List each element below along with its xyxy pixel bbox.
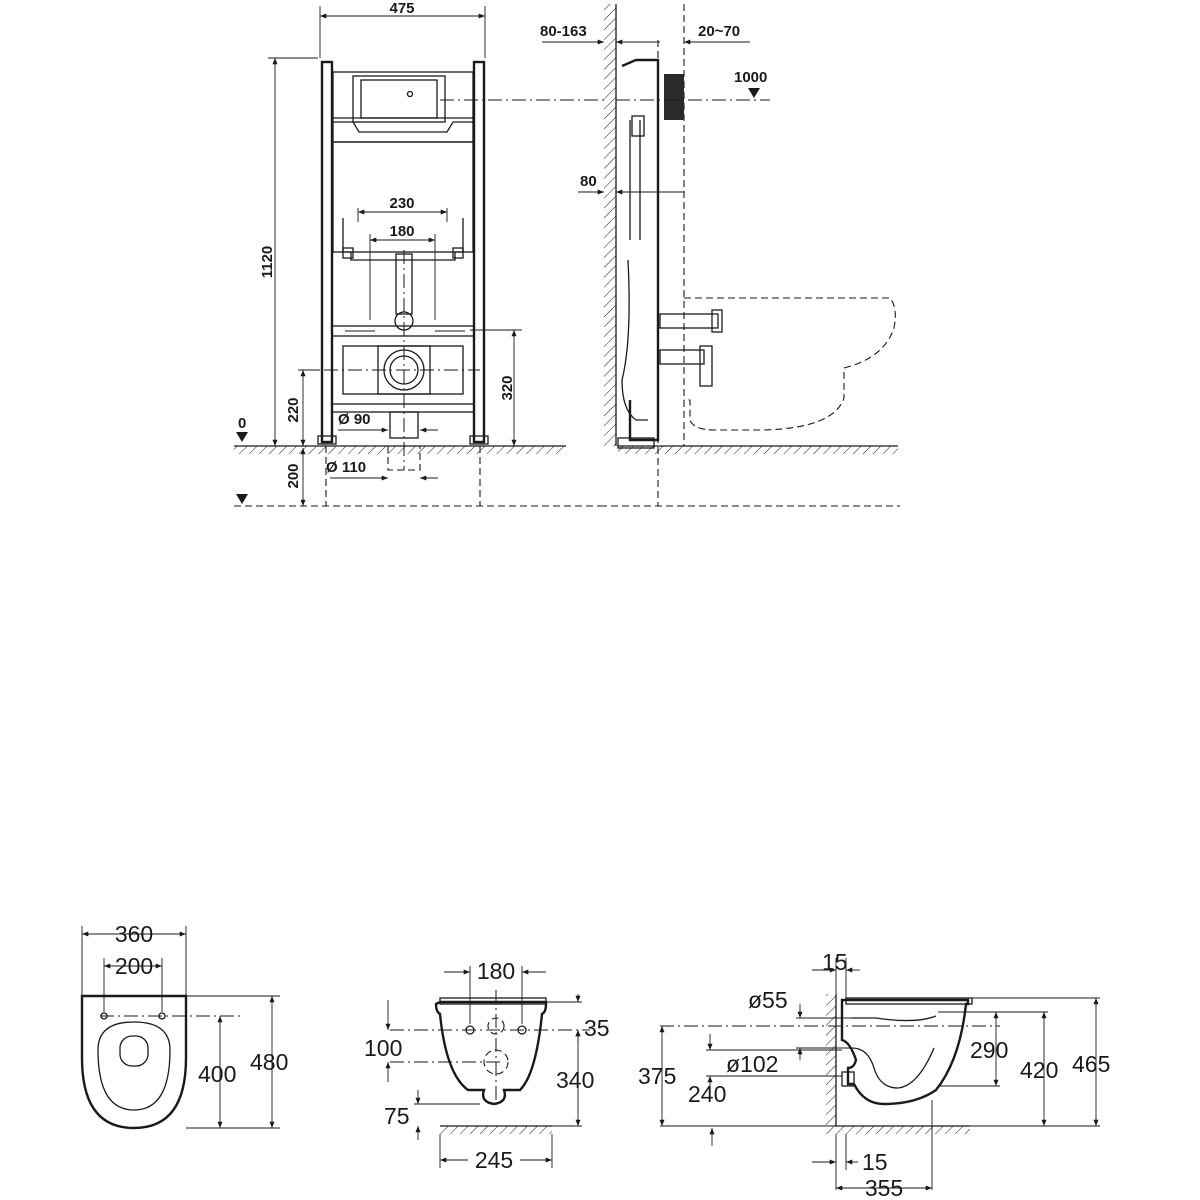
dim-360: 360	[115, 921, 153, 947]
frame-front-view: 475	[234, 0, 605, 507]
dim-frame-width: 475	[389, 0, 414, 17]
dim-80: 80	[580, 173, 597, 190]
dim-15-bottom: 15	[862, 1149, 888, 1175]
frame-side-view: 80-163 20~70 1000 80	[540, 4, 900, 507]
dim-180: 180	[389, 223, 414, 240]
dim-100: 100	[364, 1035, 402, 1061]
dim-465: 465	[1072, 1051, 1110, 1077]
dim-75: 75	[384, 1103, 410, 1129]
dim-180-back: 180	[477, 958, 515, 984]
level-zero: 0	[238, 415, 246, 432]
dim-480: 480	[250, 1049, 288, 1075]
dim-dia55: ø55	[748, 987, 788, 1013]
dim-290: 290	[970, 1037, 1008, 1063]
dim-230: 230	[389, 195, 414, 212]
dim-200-top: 200	[115, 953, 153, 979]
bowl-back-view: 180 100 35 340 75 245	[364, 958, 610, 1173]
dim-340: 340	[556, 1067, 594, 1093]
dim-220: 220	[285, 397, 302, 422]
dim-dia102: ø102	[726, 1051, 778, 1077]
dim-20-70: 20~70	[698, 23, 740, 40]
dim-400: 400	[198, 1061, 236, 1087]
bowl-side-view: 15 ø55 ø102 375 240 290 420 465	[638, 949, 1110, 1200]
dim-355: 355	[865, 1175, 903, 1200]
bowl-top-view: 360 200 400 480	[80, 921, 288, 1130]
dim-375: 375	[638, 1063, 676, 1089]
button-height: 1000	[734, 69, 767, 86]
dim-420: 420	[1020, 1057, 1058, 1083]
dim-200: 200	[285, 463, 302, 488]
dim-15-top: 15	[822, 949, 848, 975]
dim-240: 240	[688, 1081, 726, 1107]
dim-80-163: 80-163	[540, 23, 587, 40]
pipe-110-label: Ø 110	[326, 459, 366, 476]
dim-320: 320	[499, 375, 516, 400]
dim-1120: 1120	[259, 246, 276, 279]
dim-245: 245	[475, 1147, 513, 1173]
pipe-90-label: Ø 90	[338, 411, 371, 428]
dim-35: 35	[584, 1015, 610, 1041]
